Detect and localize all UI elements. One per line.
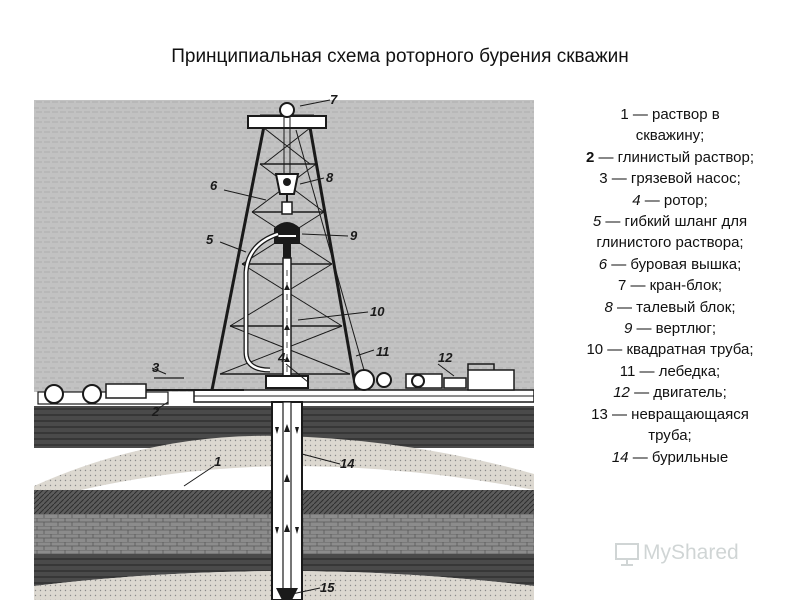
label-11: 11 [376, 344, 390, 359]
legend-item-number: 12 [613, 384, 630, 402]
label-12: 12 [438, 350, 453, 365]
engine [405, 363, 515, 391]
legend-item-number: 7 [617, 277, 627, 295]
legend-item-text: — бурильные [628, 448, 729, 466]
traveling-block [274, 173, 300, 215]
legend-item-text: — ротор; [640, 191, 708, 209]
label-10: 10 [370, 304, 385, 319]
legend-item-number: 3 [599, 170, 608, 188]
drilling-rig-diagram: 7 8 9 6 5 10 11 4 12 3 2 14 1 15 [34, 94, 534, 600]
legend-item-text: — невращающаяся труба; [607, 405, 749, 445]
legend-item-text: — гибкий шланг для глинистого раствора; [596, 213, 748, 252]
legend-item-number: 2 [585, 148, 595, 166]
legend-item-number: 10 [586, 341, 604, 359]
legend-item: 4 — ротор; [585, 190, 755, 211]
label-5: 5 [206, 232, 214, 247]
presentation-icon [615, 543, 639, 566]
label-14: 14 [340, 456, 355, 471]
legend: 1 — раствор в скважину;2 — глинистый рас… [585, 104, 755, 468]
legend-item-text: — глинистый раствор; [594, 148, 755, 166]
legend-item-text: — талевый блок; [612, 298, 736, 316]
sand-lens [34, 435, 534, 502]
legend-item-number: 4 [632, 191, 641, 209]
legend-item-text: — грязевой насос; [607, 170, 741, 188]
legend-item: 9 — вертлюг; [585, 318, 755, 339]
legend-item: 10 — квадратная труба; [585, 339, 755, 360]
watermark: MyShared [613, 540, 773, 568]
label-4: 4 [277, 350, 286, 365]
label-2: 2 [151, 404, 160, 419]
crown-block [279, 102, 295, 118]
rotary-table [265, 375, 309, 389]
legend-item: 8 — талевый блок; [585, 297, 755, 318]
legend-item-number: 13 [591, 405, 608, 423]
label-6: 6 [210, 178, 218, 193]
watermark-text: MyShared [643, 541, 739, 564]
pump-wheel [44, 384, 64, 404]
legend-item-number: 14 [611, 448, 629, 466]
legend-item-text: — лебедка; [635, 362, 721, 380]
legend-item: 13 — невращающаяся труба; [585, 404, 755, 447]
label-3: 3 [152, 360, 160, 375]
legend-item-text: — кран-блок; [626, 277, 723, 295]
drawworks [295, 129, 392, 391]
legend-item-number: 11 [619, 362, 636, 380]
legend-item: 7 — кран-блок; [585, 275, 755, 296]
legend-item: 6 — буровая вышка; [585, 254, 755, 275]
label-8: 8 [326, 170, 334, 185]
legend-item: 1 — раствор в скважину; [585, 104, 755, 147]
legend-item-text: — двигатель; [629, 384, 727, 402]
legend-item-number: 6 [598, 255, 608, 273]
legend-item-text: — раствор в скважину; [628, 106, 720, 145]
drill-bit [276, 588, 298, 600]
legend-item-text: — квадратная труба; [603, 341, 754, 359]
legend-item: 3 — грязевой насос; [585, 168, 755, 189]
label-7: 7 [330, 94, 338, 107]
legend-item-number: 5 [592, 213, 602, 231]
legend-item-text: — буровая вышка; [607, 255, 742, 273]
legend-item: 5 — гибкий шланг для глинистого раствора… [585, 211, 755, 254]
legend-item: 12 — двигатель; [585, 382, 755, 403]
legend-item: 14 — бурильные [585, 447, 755, 468]
slide-title: Принципиальная схема роторного бурения с… [171, 46, 629, 67]
legend-item-number: 8 [604, 298, 613, 316]
legend-item-number: 1 [620, 106, 629, 123]
legend-item-number: 9 [623, 320, 633, 338]
legend-item-text: — вертлюг; [632, 320, 716, 338]
label-1: 1 [214, 454, 221, 469]
label-15: 15 [320, 580, 335, 595]
legend-item: 11 — лебедка; [585, 361, 755, 382]
label-9: 9 [350, 228, 358, 243]
legend-item: 2 — глинистый раствор; [585, 147, 755, 168]
swivel [274, 222, 300, 258]
